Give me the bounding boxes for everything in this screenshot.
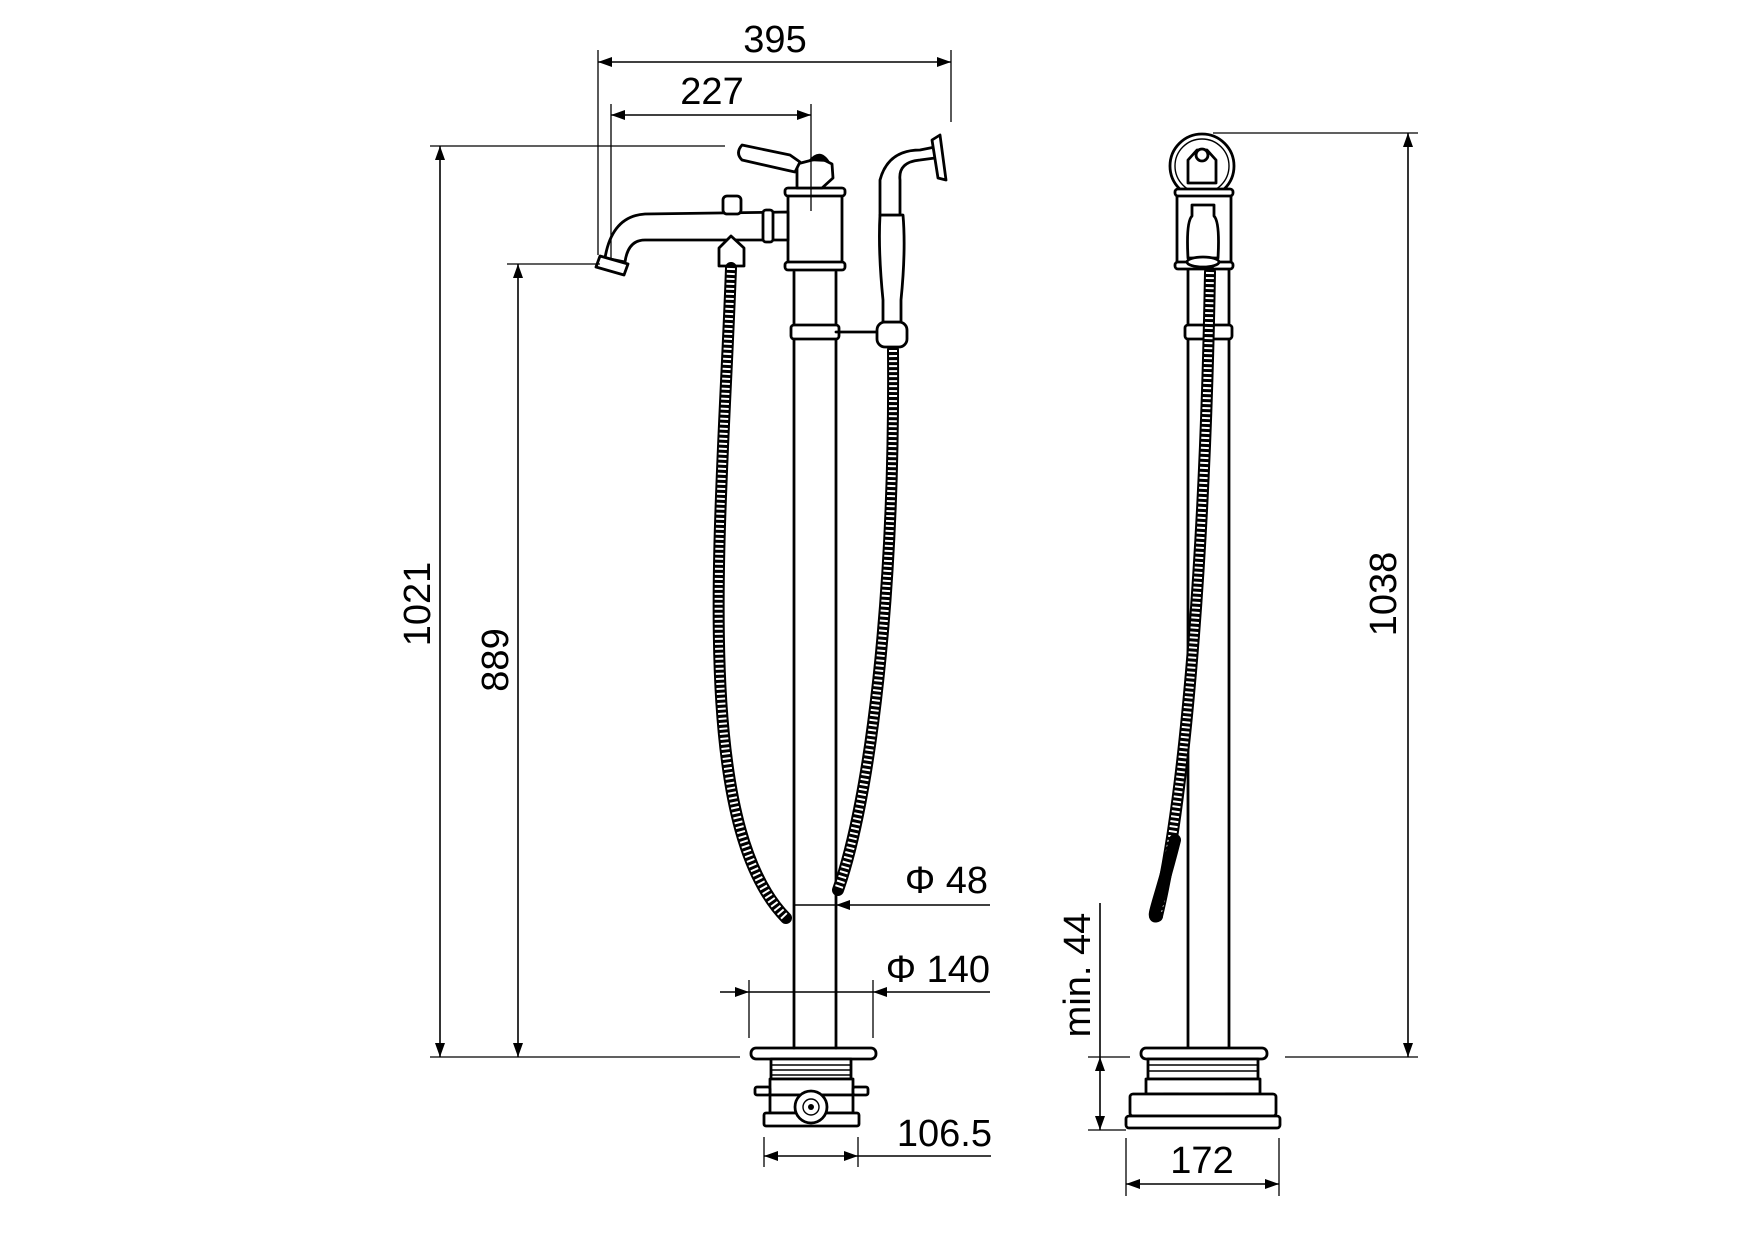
installation-box-side [1124, 1057, 1282, 1130]
side-view: 1038 min. 44 172 [1057, 132, 1418, 1196]
dim-rosette-diameter: Φ 140 [886, 949, 990, 991]
front-view: 395 227 1021 889 Φ 48 Φ 140 [397, 19, 992, 1167]
bath-spout [594, 194, 790, 277]
installation-box [753, 1057, 870, 1128]
dim-box-width-front: 106.5 [897, 1113, 992, 1155]
dim-total-height-side: 1038 [1363, 552, 1405, 637]
floor-rosette [749, 1046, 878, 1061]
diverter-knob-icon [721, 194, 743, 216]
dim-box-width-side: 172 [1170, 1140, 1233, 1182]
shower-holder-collar [789, 323, 841, 341]
lever-handle [737, 143, 835, 190]
shower-hose [712, 262, 792, 924]
dim-pipe-diameter: Φ 48 [905, 860, 988, 902]
dim-min-depth: min. 44 [1057, 913, 1099, 1038]
dim-overall-width: 395 [743, 19, 806, 61]
dim-spout-projection: 227 [680, 71, 743, 113]
dim-spout-height: 889 [475, 628, 517, 691]
hand-shower [834, 133, 948, 349]
dim-total-height-front: 1021 [397, 562, 439, 647]
hose-connector [717, 234, 746, 268]
mixer-body [786, 188, 844, 270]
